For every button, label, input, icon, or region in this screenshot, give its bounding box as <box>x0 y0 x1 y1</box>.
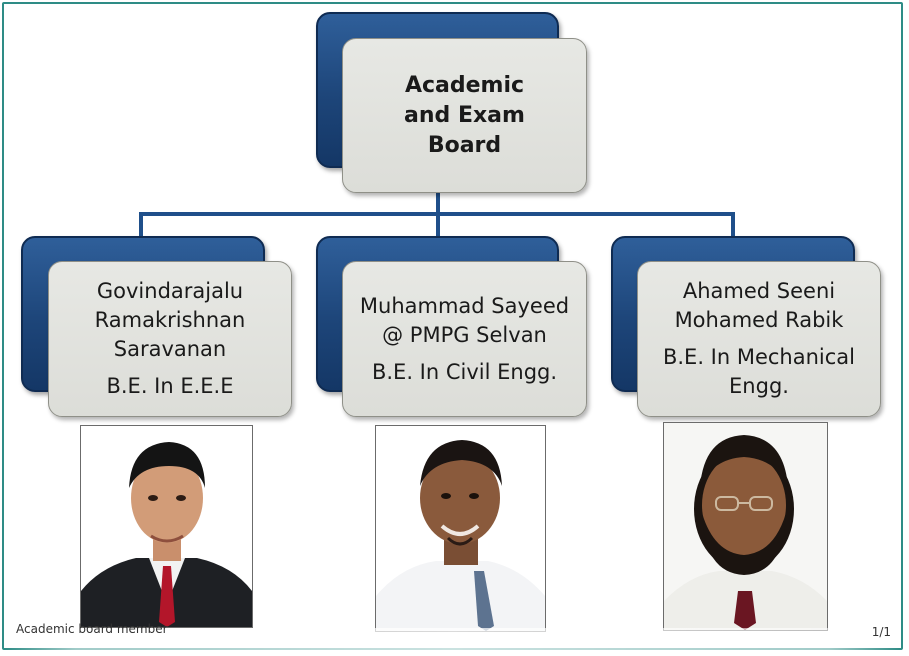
member-name-3: Ahamed Seeni Mohamed Rabik <box>674 279 844 332</box>
member-node-1: Govindarajalu Ramakrishnan Saravanan B.E… <box>48 261 292 417</box>
image-caption: Academic board member <box>16 622 168 636</box>
page-indicator: 1/1 <box>871 625 891 639</box>
caption-bar <box>4 628 901 650</box>
member-name-1: Govindarajalu Ramakrishnan Saravanan <box>94 279 246 361</box>
member-photo-2 <box>375 425 546 632</box>
member-degree-1: B.E. In E.E.E <box>106 374 234 398</box>
board-node: Academic and Exam Board <box>342 38 587 193</box>
person-portrait-icon <box>81 426 252 627</box>
person-portrait-icon <box>376 426 545 631</box>
member-photo-3 <box>663 422 828 631</box>
member-node-2: Muhammad Sayeed @ PMPG Selvan B.E. In Ci… <box>342 261 587 417</box>
member-photo-1 <box>80 425 253 628</box>
org-connector-right <box>731 212 735 238</box>
person-portrait-icon <box>664 423 827 630</box>
org-connector-vertical-top <box>436 190 440 216</box>
org-connector-left <box>139 212 143 238</box>
member-node-3: Ahamed Seeni Mohamed Rabik B.E. In Mecha… <box>637 261 881 417</box>
org-connector-middle <box>436 212 440 238</box>
member-name-2: Muhammad Sayeed @ PMPG Selvan <box>359 293 570 347</box>
member-degree-3: B.E. In Mechanical Engg. <box>662 345 856 398</box>
board-title: Academic and Exam Board <box>404 72 525 158</box>
member-degree-2: B.E. In Civil Engg. <box>371 359 558 384</box>
